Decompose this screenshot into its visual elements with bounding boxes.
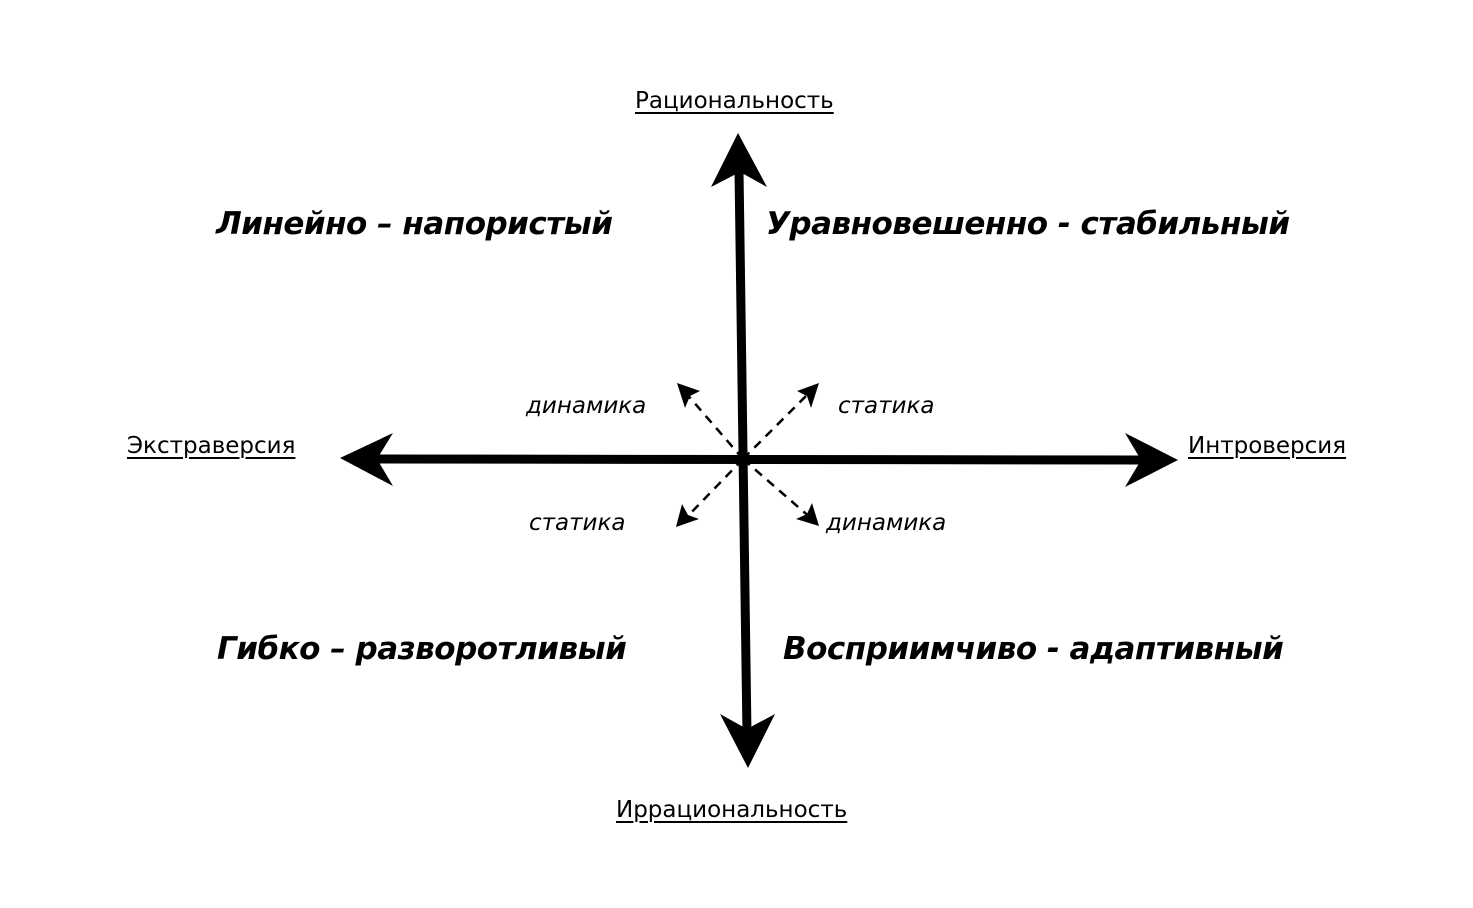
vertical-axis [711, 133, 775, 768]
quadrant-label-bottom-left: Гибко – разворотливый [217, 631, 627, 667]
quadrant-label-top-right: Уравновешенно - стабильный [766, 206, 1290, 242]
arrow-right-icon [1125, 433, 1178, 487]
arrow-up-icon [711, 133, 767, 187]
arrow-down-right-icon [796, 503, 819, 526]
quadrant-label-bottom-right: Восприимчиво - адаптивный [783, 631, 1284, 667]
diagonal-arrows [683, 389, 813, 521]
axis-label-irrationality: Иррациональность [616, 797, 848, 823]
axis-label-introversion: Интроверсия [1188, 433, 1347, 459]
direction-label-down-right: динамика [826, 510, 947, 536]
horizontal-axis [340, 433, 1178, 487]
quadrant-label-top-left: Линейно – напористый [216, 206, 613, 242]
arrow-down-icon [720, 714, 775, 768]
arrow-down-left-icon [676, 504, 699, 527]
axis-label-rationality: Рациональность [635, 88, 834, 114]
direction-label-up-left: динамика [526, 393, 647, 419]
direction-label-up-right: статика [838, 393, 935, 419]
axis-label-extraversion: Экстраверсия [127, 433, 296, 459]
arrow-up-right-icon [797, 383, 819, 408]
arrow-left-icon [340, 433, 393, 486]
direction-label-down-left: статика [529, 510, 626, 536]
arrow-up-left-icon [677, 383, 700, 408]
